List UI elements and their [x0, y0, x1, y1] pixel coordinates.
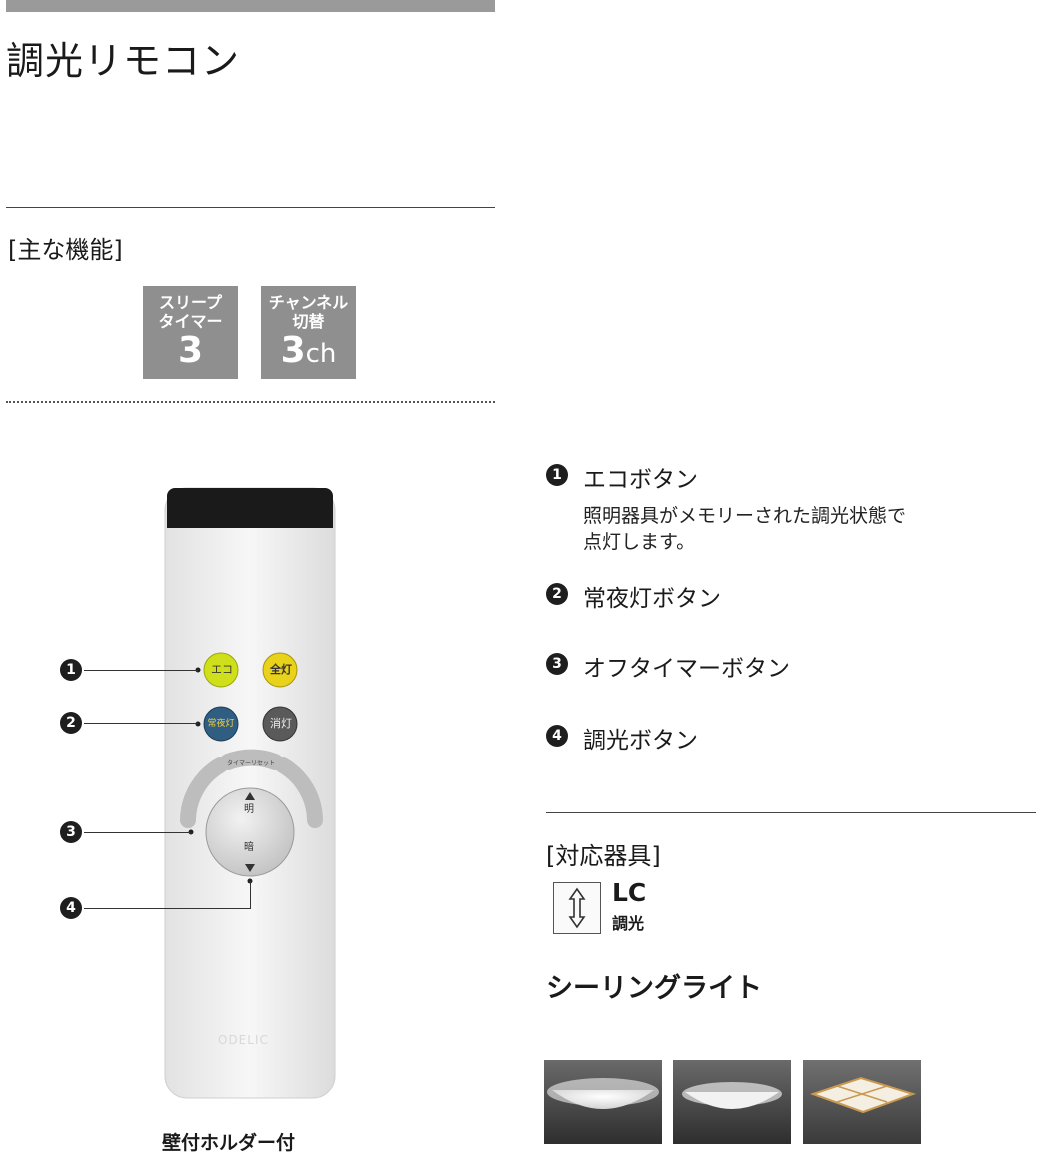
- timer-reset-button: [220, 749, 283, 770]
- off-button-label: 消灯: [270, 717, 292, 730]
- eco-button-label: エコ: [211, 663, 233, 676]
- off-button: [262, 706, 298, 742]
- lc-label: LC: [612, 878, 647, 907]
- function-title-dimmer: 調光ボタン: [583, 728, 698, 754]
- ceiling-light-image-3: [803, 1060, 921, 1144]
- dimming-icon: [553, 882, 601, 934]
- remote-caption: 壁付ホルダー付: [162, 1132, 296, 1154]
- dark-label: 暗: [244, 842, 254, 853]
- callout-dot-2: [195, 721, 201, 727]
- callout-line-4-vertical: [250, 881, 251, 909]
- features-label: [主な機能]: [8, 236, 123, 264]
- feature-line2: 切替: [292, 312, 325, 331]
- compatible-label: [対応器具]: [546, 842, 661, 870]
- function-num-4: 4: [546, 725, 568, 747]
- callout-2: 2: [60, 712, 82, 734]
- callout-line-2: [84, 723, 198, 724]
- callout-3: 3: [60, 821, 82, 843]
- bright-label: 明: [244, 804, 254, 815]
- feature-line1: チャンネル: [268, 293, 349, 312]
- feature-value: 3ch: [261, 331, 356, 374]
- function-title-offtimer: オフタイマーボタン: [583, 656, 790, 682]
- full-light-button: [262, 652, 298, 688]
- callout-dot-3: [188, 829, 194, 835]
- function-num-2: 2: [546, 583, 568, 605]
- up-arrow-icon: [245, 792, 255, 800]
- feature-channel: チャンネル 切替 3ch: [261, 286, 356, 379]
- function-num-3: 3: [546, 653, 568, 675]
- lc-sub-label: 調光: [612, 914, 645, 933]
- down-arrow-icon: [245, 864, 255, 872]
- ir-window: [167, 488, 333, 528]
- header-bar: [6, 0, 495, 12]
- function-desc-line1: 照明器具がメモリーされた調光状態で: [583, 505, 907, 527]
- callout-line-4: [84, 908, 251, 909]
- callout-1: 1: [60, 659, 82, 681]
- feature-number: 3: [280, 330, 306, 371]
- function-num-1: 1: [546, 464, 568, 486]
- ceiling-light-image-2: [673, 1060, 791, 1144]
- callout-line-1: [84, 670, 198, 671]
- remote-illustration: [164, 487, 336, 1099]
- callout-line-3: [84, 832, 191, 833]
- feature-value: 3: [177, 330, 204, 371]
- off-timer-left-button: [180, 757, 228, 828]
- off-timer-right-button: [275, 757, 323, 828]
- product-name: シーリングライト: [546, 973, 762, 1004]
- ceiling-light-image-1: [544, 1060, 662, 1144]
- callout-4: 4: [60, 897, 82, 919]
- feature-sleep-timer: スリープ タイマー 3: [143, 286, 238, 379]
- function-desc-line2: 点灯します。: [583, 531, 696, 553]
- feature-line1: スリープ: [158, 293, 223, 312]
- eco-button: [203, 652, 239, 688]
- dimmer-dial: [205, 787, 295, 877]
- divider-right: [546, 812, 1036, 813]
- brand-logo: ODELIC: [218, 1033, 269, 1047]
- divider: [6, 207, 495, 208]
- night-button-label: 常夜灯: [207, 719, 235, 729]
- timer-reset-label: タイマーリセット: [226, 760, 275, 767]
- night-light-button: [203, 706, 239, 742]
- full-button-label: 全灯: [270, 663, 292, 676]
- dotted-divider: [6, 401, 495, 403]
- function-title-night: 常夜灯ボタン: [583, 586, 721, 612]
- function-title-eco: エコボタン: [583, 467, 698, 493]
- feature-unit: ch: [305, 339, 337, 369]
- page-title: 調光リモコン: [6, 39, 241, 83]
- callout-dot-1: [195, 667, 201, 673]
- feature-line2: タイマー: [158, 312, 223, 331]
